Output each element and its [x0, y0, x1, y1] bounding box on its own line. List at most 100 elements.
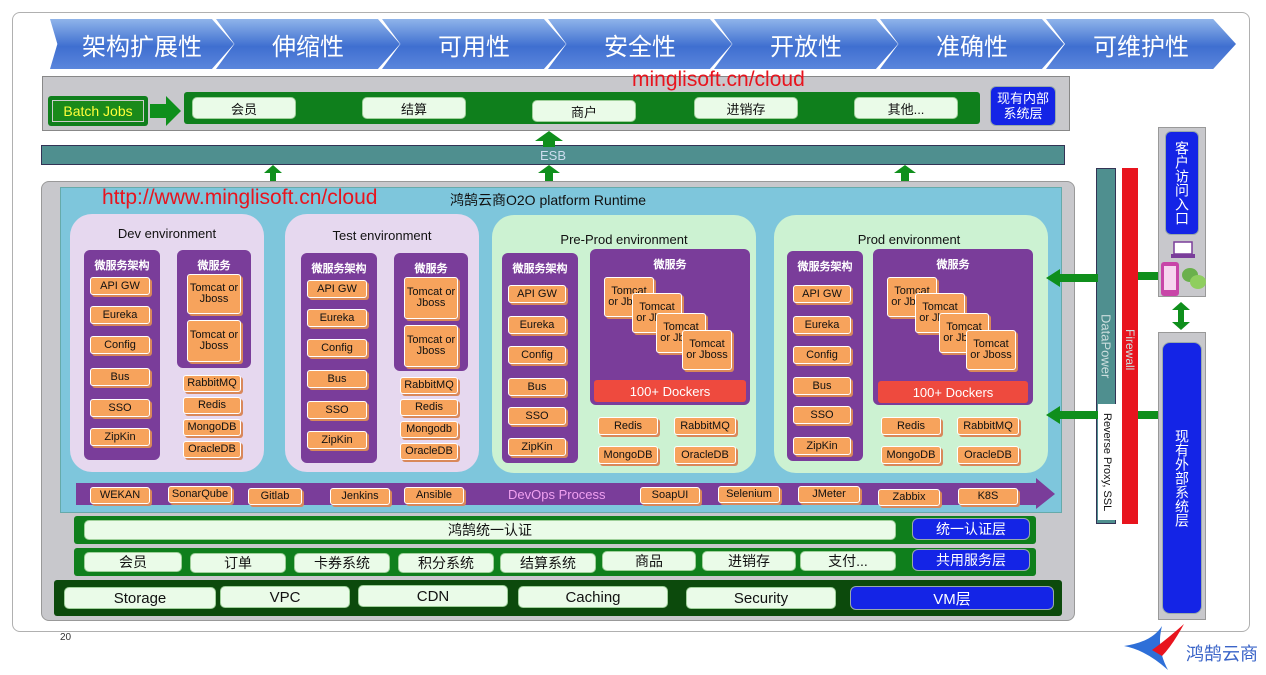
test-infra-rabbitmq: RabbitMQ [400, 377, 458, 394]
batch-arrow-icon [150, 96, 181, 126]
vm-layer: VM层 [850, 586, 1054, 610]
prod-arch-eureka: Eureka [793, 316, 851, 334]
page-number: 20 [60, 632, 72, 643]
auth-label: 鸿鹄统一认证 [84, 520, 896, 540]
dev-arch-api-gw: API GW [90, 277, 150, 295]
dev-arch-zipkin: ZipKin [90, 428, 150, 446]
preprod-arch-config: Config [508, 346, 566, 364]
vm-item-storage: Storage [64, 587, 216, 609]
shared-item-points: 积分系统 [398, 553, 494, 573]
dev-arch-sso: SSO [90, 399, 150, 417]
customer-entry-label: 客户访问入口 [1165, 131, 1199, 235]
test-arch-eureka: Eureka [307, 309, 367, 327]
chevron-openness: 开放性 [714, 19, 898, 69]
test-arch-bus: Bus [307, 370, 367, 388]
preprod-svc-title: 微服务 [653, 259, 687, 271]
vm-item-security: Security [686, 587, 836, 609]
chevron-availability: 可用性 [382, 19, 566, 69]
devops-label: DevOps Process [508, 487, 606, 502]
dev-arch-eureka: Eureka [90, 306, 150, 324]
test-title: Test environment [332, 228, 432, 243]
prod-tomcat-4: Tomcat or Jboss [966, 330, 1016, 370]
dev-arch-title: 微服务架构 [94, 260, 150, 272]
firewall-arrow-upper-icon [1138, 272, 1160, 280]
prod-arch-title: 微服务架构 [797, 261, 853, 273]
prod-arch-config: Config [793, 346, 851, 364]
test-svc-tomcat-2: Tomcat or Jboss [404, 325, 458, 367]
preprod-arch-zipkin: ZipKin [508, 438, 566, 456]
logo-text: 鸿鹄云商 [1186, 644, 1258, 664]
watermark-runtime: http://www.minglisoft.cn/cloud [102, 186, 378, 209]
internal-module-inventory: 进销存 [694, 97, 798, 119]
internal-system-layer: 现有内部系统层 [990, 86, 1056, 126]
devops-tool-wekan: WEKAN [90, 487, 150, 504]
devops-tool-k8s: K8S [958, 488, 1018, 505]
test-arch-sso: SSO [307, 401, 367, 419]
test-svc-title: 微服务 [414, 263, 448, 275]
test-svc-tomcat-1: Tomcat or Jboss [404, 277, 458, 319]
devops-tool-gitlab: Gitlab [248, 488, 302, 505]
dev-infra-redis: Redis [183, 397, 241, 414]
shared-item-product: 商品 [602, 551, 696, 571]
prod-arch-api-gw: API GW [793, 285, 851, 303]
devops-tool-selenium: Selenium [718, 486, 780, 503]
preprod-infra-rabbitmq: RabbitMQ [674, 417, 736, 435]
test-infra-mongodb: Mongodb [400, 421, 458, 438]
reverse-proxy-label: Reverse Proxy, SSL [1098, 404, 1116, 520]
prod-arch-zipkin: ZipKin [793, 437, 851, 455]
internal-module-settlement: 结算 [362, 97, 466, 119]
chevron-elasticity: 伸缩性 [216, 19, 400, 69]
preprod-arch-api-gw: API GW [508, 285, 566, 303]
datapower-label: DataPower [1098, 313, 1114, 379]
shared-item-coupon: 卡券系统 [294, 553, 390, 573]
devops-tool-jenkins: Jenkins [330, 488, 390, 505]
logo-bird-icon [1124, 624, 1184, 670]
prod-dockers: 100+ Dockers [878, 381, 1028, 403]
shared-layer: 共用服务层 [912, 549, 1030, 571]
datapower-arrow-lower-icon [1046, 406, 1098, 424]
batch-jobs: Batch Jobs [52, 100, 144, 122]
datapower-arrow-upper-icon [1046, 269, 1098, 287]
preprod-arch-eureka: Eureka [508, 316, 566, 334]
dev-svc-tomcat-2: Tomcat or Jboss [187, 320, 241, 362]
prod-infra-mongodb: MongoDB [881, 446, 941, 464]
dev-infra-rabbitmq: RabbitMQ [183, 375, 241, 392]
entry-arrow-icon [1172, 302, 1190, 330]
test-arch-zipkin: ZipKin [307, 431, 367, 449]
shared-item-order: 订单 [190, 553, 286, 573]
auth-layer: 统一认证层 [912, 518, 1030, 540]
test-arch-api-gw: API GW [307, 280, 367, 298]
shared-item-inventory: 进销存 [702, 551, 796, 571]
preprod-title: Pre-Prod environment [560, 232, 688, 247]
dev-svc-title: 微服务 [197, 260, 231, 272]
prod-title: Prod environment [857, 232, 961, 247]
devops-tool-soapui: SoapUI [640, 487, 700, 504]
devops-tool-sonarqube: SonarQube [168, 486, 232, 503]
devops-tool-ansible: Ansible [404, 487, 464, 504]
devops-tool-jmeter: JMeter [798, 486, 860, 503]
firewall-arrow-lower-icon [1138, 411, 1160, 419]
test-arch-title: 微服务架构 [311, 263, 367, 275]
vm-item-caching: Caching [518, 586, 668, 608]
dev-infra-oracledb: OracleDB [183, 441, 241, 458]
prod-infra-redis: Redis [881, 417, 941, 435]
internal-module-merchant: 商户 [532, 100, 636, 122]
internal-module-other: 其他... [854, 97, 958, 119]
preprod-infra-oracledb: OracleDB [674, 446, 736, 464]
chevron-maintainability: 可维护性 [1046, 19, 1236, 69]
preprod-dockers: 100+ Dockers [594, 380, 746, 402]
prod-arch-bus: Bus [793, 377, 851, 395]
prod-infra-oracledb: OracleDB [957, 446, 1019, 464]
vm-item-cdn: CDN [358, 585, 508, 607]
esb-up-arrow-icon [535, 131, 563, 147]
vm-item-vpc: VPC [220, 586, 350, 608]
test-infra-oracledb: OracleDB [400, 443, 458, 460]
prod-infra-rabbitmq: RabbitMQ [957, 417, 1019, 435]
firewall-column [1122, 168, 1138, 524]
shared-item-member: 会员 [84, 552, 182, 572]
esb-bar: ESB [41, 145, 1065, 165]
dev-arch-bus: Bus [90, 368, 150, 386]
shared-item-settlement: 结算系统 [500, 553, 596, 573]
chevron-scalability: 架构扩展性 [50, 19, 234, 69]
external-system-label: 现有外部系统层 [1162, 342, 1202, 614]
